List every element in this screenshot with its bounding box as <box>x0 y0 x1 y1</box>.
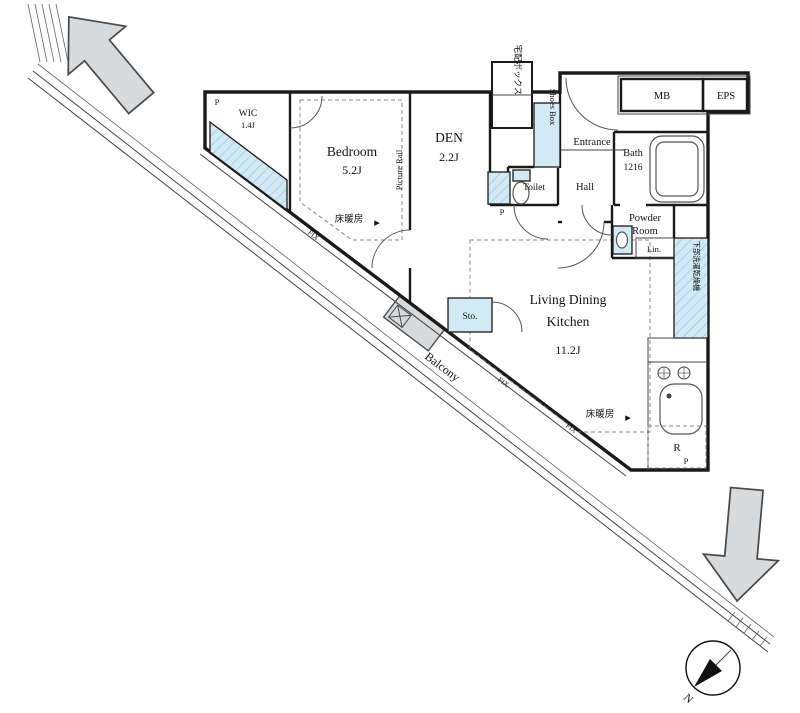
entrance-label: Entrance <box>573 137 611 148</box>
pipe-label-mid: P <box>500 207 505 217</box>
linen-label: Lin. <box>647 244 661 254</box>
pipe-label-bottom: P <box>684 456 689 466</box>
map-arrow-top-left <box>67 15 155 115</box>
delivery-box-label: 宅配ボックス <box>513 45 523 96</box>
window-line <box>199 153 627 477</box>
bedroom-size: 5.2J <box>342 163 362 177</box>
storage-door-arc <box>491 301 523 333</box>
picture-rail-label: Picture Rail <box>394 149 404 190</box>
ldk-label-1: Living Dining <box>530 292 607 307</box>
entrance-door-arc <box>565 77 619 131</box>
stove-burner-icon <box>657 366 691 380</box>
washer-dryer-space <box>673 237 709 339</box>
floor-heating-area-bedroom <box>299 99 403 241</box>
site-hatch-bottom-right <box>727 611 768 647</box>
ldk-size: 11.2J <box>555 343 581 357</box>
fridge-space-box <box>647 425 707 469</box>
north-label: N <box>681 692 695 706</box>
faucet-icon <box>666 393 672 399</box>
pipe-shaft <box>487 171 511 205</box>
powder-room-label-2: Room <box>632 226 658 237</box>
den-size: 2.2J <box>439 150 459 164</box>
shoes-box-label: Shoes Box <box>548 89 558 126</box>
balcony-railing-lines <box>27 63 775 653</box>
floor-heating-arrow-ldk: ▶ <box>625 414 631 422</box>
storage-label: Sto. <box>462 312 477 322</box>
site-hatch-top-left <box>27 3 69 63</box>
pipe-label-top: P <box>215 97 220 107</box>
powder-door-arc <box>581 204 613 236</box>
powder-vanity <box>612 225 633 255</box>
door-arcs <box>289 77 619 333</box>
bath-size: 1216 <box>624 163 643 173</box>
ldk-door-arc <box>557 221 605 269</box>
wic-door-arc <box>289 95 323 129</box>
kitchen-sink <box>659 383 703 435</box>
toilet-door-arc <box>513 204 549 240</box>
floor-heating-label-bedroom: 床暖房 <box>335 213 364 225</box>
delivery-box <box>491 61 533 129</box>
kitchen-counter <box>647 337 707 470</box>
floor-heating-label-ldk: 床暖房 <box>586 408 615 420</box>
eps-label: EPS <box>717 91 735 102</box>
bathtub <box>649 135 705 203</box>
fridge-label: R <box>673 442 681 454</box>
bedroom-label: Bedroom <box>327 144 378 159</box>
map-arrow-bottom-right <box>701 486 781 603</box>
toilet-label: Toilet <box>523 183 545 193</box>
storage-room-box <box>447 297 493 333</box>
den-label: DEN <box>435 130 463 145</box>
wic-label: WIC <box>239 109 257 119</box>
mb-label: MB <box>654 91 670 102</box>
wic-size: 1.4J <box>241 120 256 130</box>
wic-shelf <box>209 120 288 212</box>
shoes-box-cabinet <box>533 102 561 168</box>
north-compass: N <box>681 640 741 706</box>
eps-box <box>701 77 749 113</box>
toilet-fixture <box>512 169 531 205</box>
floor-heating-arrow-bedroom: ▶ <box>374 219 380 227</box>
bath-label: Bath <box>623 148 644 159</box>
powder-room-label-1: Powder <box>629 213 662 224</box>
washer-dryer-label: 下部洗濯乾燥機 <box>692 241 701 291</box>
meter-box-area <box>617 75 751 115</box>
ldk-label-2: Kitchen <box>547 314 590 329</box>
hall-label: Hall <box>576 182 594 193</box>
north-needle-icon <box>694 659 722 687</box>
bedroom-door-arc <box>371 229 411 269</box>
